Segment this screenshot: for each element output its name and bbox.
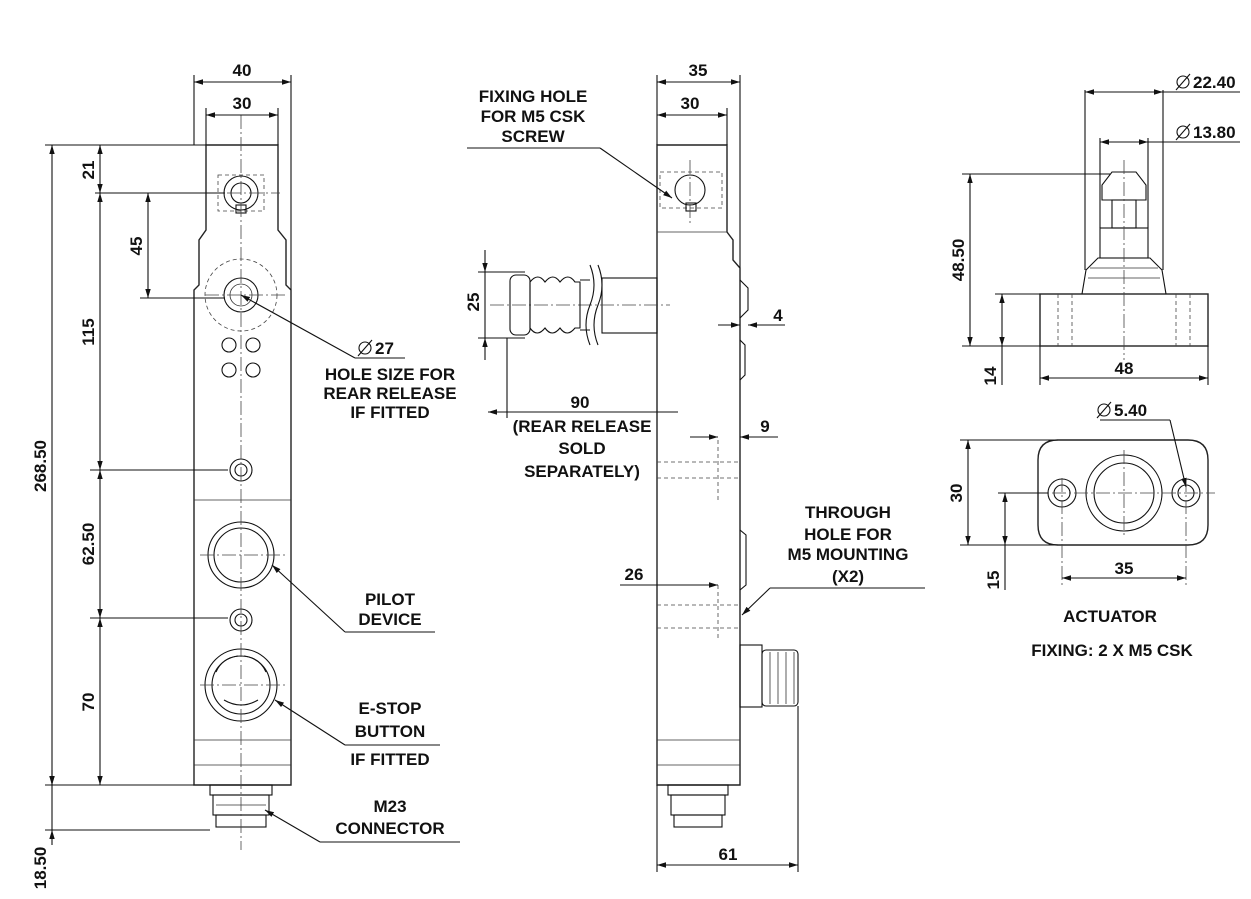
through-hole-label-1: THROUGH [805,503,891,522]
dim-30: 30 [233,94,252,113]
dim-act-48-50: 48.50 [949,239,968,282]
m23-label-1: M23 [373,797,406,816]
dim-side-35: 35 [689,61,708,80]
actuator-plan-dimensions: 5.40 30 15 35 [947,401,1187,590]
rear-note-2: SOLD [558,439,605,458]
rear-release-label-3: IF FITTED [350,403,429,422]
front-body-outline [193,144,292,786]
fixing-hole-label-1: FIXING HOLE [479,87,588,106]
dim-act-48: 48 [1115,359,1134,378]
side-labels: FIXING HOLE FOR M5 CSK SCREW THROUGH HOL… [467,87,925,616]
actuator-side-view [1039,160,1209,360]
dim-dia-13-80: 13.80 [1193,123,1236,142]
fixing-hole-label-3: SCREW [501,127,565,146]
rear-release-label-2: REAR RELEASE [323,384,456,403]
dim-45: 45 [127,237,146,256]
pilot-label-1: PILOT [365,590,416,609]
dim-side-9: 9 [760,417,769,436]
through-hole-label-3: M5 MOUNTING [788,545,909,564]
dim-115: 115 [79,318,98,345]
actuator-title: ACTUATOR [1063,607,1157,626]
dim-70: 70 [79,693,98,712]
rear-note-1: (REAR RELEASE [513,417,652,436]
side-estop-knob [739,644,763,708]
front-dimensions: 40 30 21 45 115 268.50 62.50 70 [31,61,292,890]
side-dimensions: 35 30 25 4 90 (REAR RELEASE SOLD SEPARAT… [464,61,799,872]
dim-side-26: 26 [625,565,644,584]
through-hole-label-2: HOLE FOR [804,525,892,544]
dim-side-90: 90 [571,393,590,412]
rear-release-label-1: HOLE SIZE FOR [325,365,455,384]
dim-plan-35: 35 [1115,559,1134,578]
dim-act-14: 14 [981,366,1000,385]
pilot-label-2: DEVICE [358,610,421,629]
dim-40: 40 [233,61,252,80]
rear-release-shaft [601,277,658,334]
side-view [490,144,799,828]
estop-label-3: IF FITTED [350,750,429,769]
dim-dia-22-40: 22.40 [1193,73,1236,92]
dim-plan-15: 15 [984,571,1003,590]
dim-dia-5-40: 5.40 [1114,401,1147,420]
dim-21: 21 [79,161,98,180]
m23-label-2: CONNECTOR [335,819,444,838]
front-view [193,115,292,850]
side-body-outline [656,144,741,786]
dim-side-4: 4 [773,306,783,325]
dim-side-25: 25 [464,293,483,312]
dim-18-50: 18.50 [31,847,50,890]
actuator-side-dimensions: 22.40 13.80 48.50 14 48 [949,73,1240,385]
estop-label-1: E-STOP [359,699,422,718]
dim-plan-30: 30 [947,484,966,503]
estop-label-2: BUTTON [355,722,426,741]
dim-dia-27: 27 [375,339,394,358]
dim-side-30: 30 [681,94,700,113]
actuator-fixing-note: FIXING: 2 X M5 CSK [1031,641,1193,660]
actuator-tongue [1101,171,1147,201]
front-labels: 27 HOLE SIZE FOR REAR RELEASE IF FITTED … [240,294,460,843]
actuator-plan-outline [1037,439,1209,546]
through-hole-label-4: (X2) [832,567,864,586]
rear-note-3: SEPARATELY) [524,462,640,481]
actuator-plan-view [1030,439,1215,585]
dim-268-50: 268.50 [31,440,50,492]
dim-side-61: 61 [719,845,738,864]
fixing-hole-label-2: FOR M5 CSK [481,107,587,126]
dim-62-50: 62.50 [79,523,98,566]
